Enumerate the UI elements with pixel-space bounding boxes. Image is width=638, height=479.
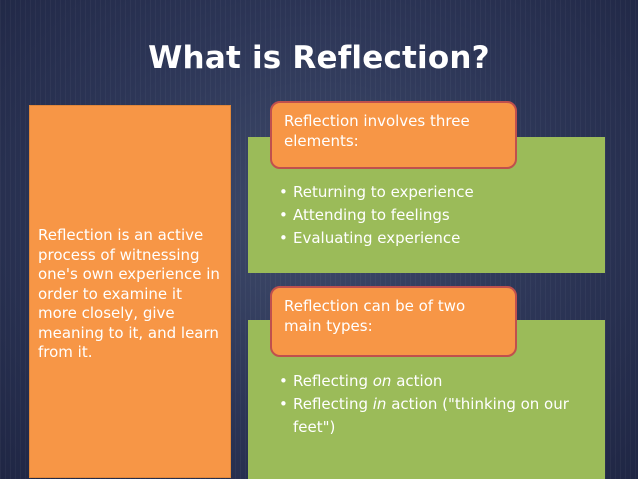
bullet-icon: • [279, 206, 288, 224]
bullet-icon: • [279, 372, 288, 390]
elements-callout: Reflection involves three elements: [270, 101, 517, 169]
list-item: •Attending to feelings [279, 204, 474, 227]
definition-panel: Reflection is an active process of witne… [29, 105, 231, 478]
bullet-icon: • [279, 395, 288, 413]
list-item: •Reflecting in action ("thinking on our … [279, 395, 569, 436]
elements-list: •Returning to experience •Attending to f… [279, 181, 474, 250]
list-item: •Reflecting on action [279, 370, 605, 393]
bullet-icon: • [279, 183, 288, 201]
list-item: •Returning to experience [279, 181, 474, 204]
bullet-icon: • [279, 229, 288, 247]
definition-text: Reflection is an active process of witne… [38, 226, 220, 362]
list-item: •Evaluating experience [279, 227, 474, 250]
types-list: •Reflecting on action •Reflecting in act… [279, 370, 605, 439]
types-callout: Reflection can be of two main types: [270, 286, 517, 357]
slide-title: What is Reflection? [148, 40, 490, 76]
